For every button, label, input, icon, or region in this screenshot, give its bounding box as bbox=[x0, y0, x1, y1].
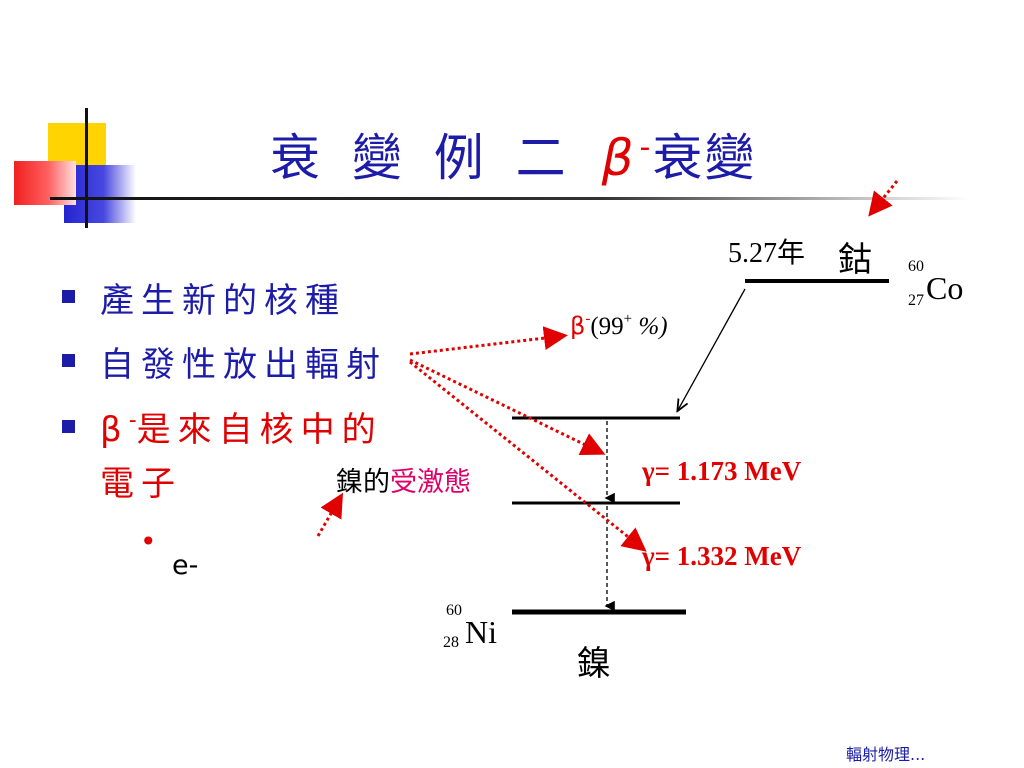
electron-label: e- bbox=[172, 550, 199, 581]
title-underline bbox=[50, 197, 970, 200]
beta-branch-label: β-(99+ %) bbox=[570, 311, 668, 341]
bullet-text-3: β-是來自核中的 bbox=[100, 402, 383, 451]
cobalt-name: 鈷 bbox=[838, 240, 872, 280]
pointer-arrow-gamma1 bbox=[409, 358, 606, 455]
deco-vertical-line bbox=[85, 108, 88, 228]
gamma1-label: γ= 1.173 MeV bbox=[642, 456, 802, 486]
beta-branch-sup: - bbox=[585, 311, 591, 327]
nickel-symbol: Ni bbox=[465, 614, 497, 650]
pointer-arrow-gamma2 bbox=[409, 360, 647, 552]
bullet-text-3-continuation: 電子 bbox=[100, 464, 182, 504]
pointer-arrow-beta bbox=[409, 326, 568, 356]
title-beta-symbol: β bbox=[601, 129, 634, 187]
bullet-text-2: 自發性放出輻射 bbox=[100, 345, 387, 385]
title-beta-superscript: - bbox=[639, 130, 651, 165]
excited-highlight: 受激態 bbox=[390, 467, 471, 498]
beta-branch-symbol: β bbox=[570, 312, 586, 340]
bullet-marker-3 bbox=[62, 420, 75, 433]
pointer-arrow-cobalt bbox=[868, 180, 899, 217]
bullet-3-superscript: - bbox=[128, 408, 137, 433]
bullet-3-text: 是來自核中的 bbox=[136, 410, 383, 450]
title-rest: 衰變 bbox=[652, 129, 757, 187]
bullet-text-1: 產生新的核種 bbox=[100, 281, 346, 321]
gamma2-label: γ= 1.332 MeV bbox=[642, 541, 802, 571]
title-main: 衰 變 例 二 bbox=[270, 129, 574, 187]
nickel-atomic-number: 28 bbox=[443, 634, 459, 651]
footer-text: 輻射物理... bbox=[846, 745, 926, 764]
cobalt-halflife: 5.27年 bbox=[728, 238, 806, 269]
cobalt-symbol: Co bbox=[926, 270, 964, 306]
nickel-name: 鎳 bbox=[577, 644, 611, 684]
beta-branch-close: %) bbox=[632, 313, 668, 340]
deco-blue-square bbox=[64, 165, 136, 223]
nickel-mass-number: 60 bbox=[446, 602, 462, 619]
beta-decay-arrow bbox=[678, 288, 746, 410]
bullet-3-beta: β bbox=[100, 410, 129, 450]
excited-prefix: 鎳的 bbox=[336, 467, 390, 498]
pointer-arrow-excited bbox=[316, 492, 344, 537]
excited-state-label: 鎳的受激態 bbox=[336, 460, 471, 499]
beta-branch-plus: + bbox=[623, 311, 633, 327]
cobalt-atomic-number: 27 bbox=[908, 292, 924, 309]
bullet-marker-2 bbox=[62, 354, 75, 367]
cobalt-mass-number: 60 bbox=[908, 258, 924, 275]
page-title: 衰 變 例 二 β-衰變 bbox=[270, 118, 756, 190]
bullet-marker-1 bbox=[62, 290, 75, 303]
beta-branch-open: (99 bbox=[590, 313, 624, 340]
electron-dot: • bbox=[140, 525, 157, 558]
